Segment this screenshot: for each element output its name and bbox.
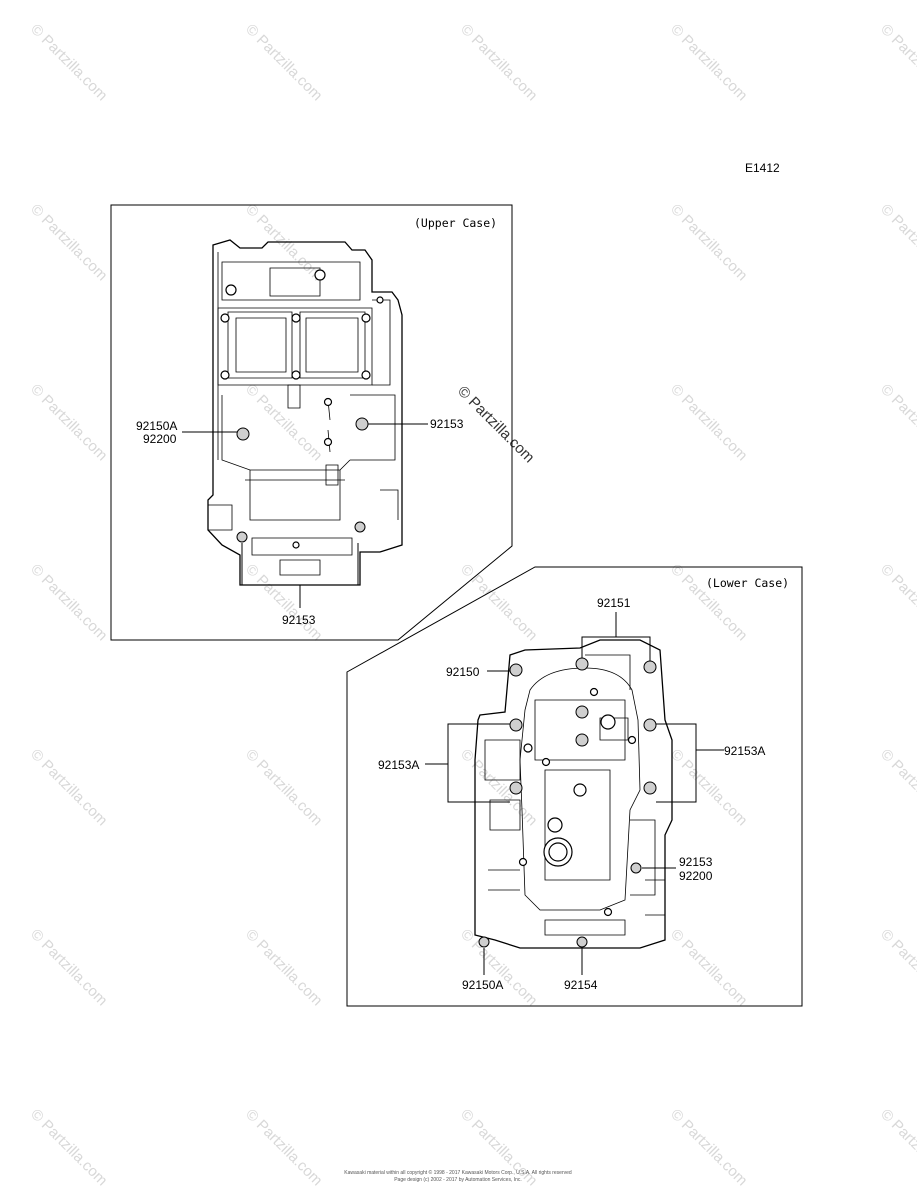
lower-crankcase-drawing — [474, 639, 673, 949]
footer-copyright: Kawasaki material within all copyright ©… — [344, 1169, 572, 1176]
center-watermark: © Partzilla.com — [454, 383, 537, 466]
watermark: © Partzilla.com — [27, 381, 110, 464]
watermark: © Partzilla.com — [877, 746, 917, 829]
watermark: © Partzilla.com — [877, 201, 917, 284]
watermark: © Partzilla.com — [667, 746, 750, 829]
watermark: © Partzilla.com — [242, 926, 325, 1009]
label-92153-lower: 92153 — [679, 855, 713, 869]
watermark: © Partzilla.com — [667, 926, 750, 1009]
leader-92153A-right — [656, 723, 724, 803]
watermark: © Partzilla.com — [877, 926, 917, 1009]
watermark: © Partzilla.com — [27, 746, 110, 829]
label-92153-upper-right: 92153 — [430, 417, 464, 431]
label-92154: 92154 — [564, 978, 598, 992]
watermark: © Partzilla.com — [457, 561, 540, 644]
watermark: © Partzilla.com — [242, 1106, 325, 1189]
watermark: © Partzilla.com — [877, 21, 917, 104]
watermark: © Partzilla.com — [457, 746, 540, 829]
watermark: © Partzilla.com — [27, 561, 110, 644]
lower-case-panel: (Lower Case) — [346, 566, 803, 1007]
watermark: © Partzilla.com — [27, 1106, 110, 1189]
upper-case-title: (Upper Case) — [414, 216, 497, 230]
watermark: © Partzilla.com — [242, 381, 325, 464]
watermark: © Partzilla.com — [667, 21, 750, 104]
watermark: © Partzilla.com — [877, 1106, 917, 1189]
upper-crankcase-drawing — [207, 239, 403, 586]
watermark: © Partzilla.com — [27, 201, 110, 284]
lower-case-title: (Lower Case) — [706, 576, 789, 590]
label-92153-upper-bottom: 92153 — [282, 613, 316, 627]
leader-92153-upper-bottom — [241, 543, 359, 608]
label-92200-lower: 92200 — [679, 869, 713, 883]
watermark: © Partzilla.com — [667, 381, 750, 464]
watermark: © Partzilla.com — [242, 561, 325, 644]
watermark: © Partzilla.com — [27, 926, 110, 1009]
watermark-grid: © Partzilla.com © Partzilla.com © Partzi… — [27, 21, 917, 1189]
diagram-code: E1412 — [745, 161, 780, 175]
label-92153A-right: 92153A — [724, 744, 765, 758]
watermark: © Partzilla.com — [667, 201, 750, 284]
upper-case-panel: (Upper Case) — [110, 204, 513, 641]
watermark: © Partzilla.com — [667, 1106, 750, 1189]
lower-case-frame — [346, 566, 803, 1007]
leader-92151 — [581, 612, 651, 661]
watermark: © Partzilla.com — [457, 21, 540, 104]
watermark: © Partzilla.com — [242, 746, 325, 829]
watermark: © Partzilla.com — [457, 926, 540, 1009]
label-92153A-left: 92153A — [378, 758, 419, 772]
label-92200-upper: 92200 — [143, 432, 177, 446]
watermark: © Partzilla.com — [877, 561, 917, 644]
footer-design-credit: Page design (c) 2002 - 2017 by Automatio… — [394, 1177, 522, 1183]
watermark: © Partzilla.com — [242, 21, 325, 104]
label-92150A-upper: 92150A — [136, 419, 177, 433]
watermark: © Partzilla.com — [667, 561, 750, 644]
label-92150: 92150 — [446, 665, 480, 679]
upper-case-frame — [110, 204, 513, 641]
label-92150A-lower: 92150A — [462, 978, 503, 992]
watermark: © Partzilla.com — [877, 381, 917, 464]
watermark: © Partzilla.com — [27, 21, 110, 104]
leader-92153A-left — [425, 723, 510, 803]
label-92151: 92151 — [597, 596, 631, 610]
